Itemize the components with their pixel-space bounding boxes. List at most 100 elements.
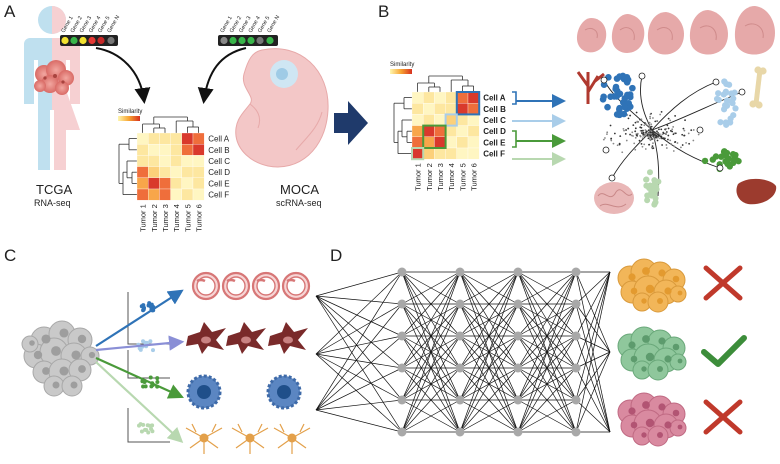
network-node (513, 427, 523, 437)
heatmap-cell (456, 114, 469, 126)
panel-label-a: A (4, 2, 16, 21)
heatmap-cell (456, 91, 469, 104)
cell-label: Cell D (483, 127, 506, 136)
similarity-legend-a: Similarity (118, 109, 142, 121)
heatmap-cell (136, 155, 149, 167)
network-node (455, 363, 465, 373)
cell-label: Cell D (208, 168, 230, 177)
network-node (455, 395, 465, 405)
heatmap-cell (456, 136, 469, 149)
heatmap-cell (411, 147, 424, 160)
cell-label: Cell B (208, 146, 229, 155)
network-node (513, 363, 523, 373)
output-tumor (617, 392, 687, 447)
network-node (571, 395, 581, 405)
network-node (571, 427, 581, 437)
heatmap-cell (467, 147, 480, 160)
network-node (571, 363, 581, 373)
output-tumor (617, 326, 687, 381)
bone-icon (749, 66, 767, 109)
input-cell-cluster-icon (21, 320, 100, 397)
heatmap-cell (136, 188, 149, 201)
x-mark-icon (703, 265, 743, 301)
heatmap-cell (159, 166, 171, 178)
similarity-legend-b: Similarity (390, 62, 414, 74)
heatmap-cell (411, 125, 424, 137)
network-node (397, 299, 407, 309)
network-node (571, 267, 581, 277)
moca-sublabel: scRNA-seq (276, 198, 322, 208)
heatmap-cell (148, 166, 160, 178)
mini-scatter-point (150, 429, 155, 434)
tumor-label: Tumor 2 (150, 204, 159, 232)
mini-scatter-point (149, 384, 154, 389)
network-node (397, 267, 407, 277)
cell-label: Cell C (208, 157, 230, 166)
gene-strip-left (60, 35, 118, 46)
heatmap-cell (423, 91, 435, 104)
mini-scatter-point (143, 384, 148, 389)
cell-label: Cell E (483, 138, 506, 147)
heatmap-cell (159, 144, 171, 156)
check-mark-icon (701, 335, 747, 367)
heatmap-cell (170, 144, 182, 156)
x-mark-icon (703, 399, 743, 435)
heatmap-cell (434, 147, 446, 160)
network-node (513, 331, 523, 341)
heatmap-cell (148, 177, 160, 190)
heatmap-cell (170, 155, 182, 167)
heatmap-cell (159, 132, 171, 145)
heatmap-cell (181, 177, 194, 190)
output-tumor-icons (617, 258, 687, 447)
tumor-cluster-icon (34, 60, 74, 95)
heatmap-cell (467, 136, 480, 149)
network-node (455, 427, 465, 437)
tumor-label: Tumor 2 (425, 163, 434, 191)
heatmap-cell (434, 91, 446, 104)
heatmap-cell (148, 144, 160, 156)
heatmap-cell (181, 132, 194, 145)
cell-label: Cell E (208, 179, 229, 188)
tumor-label: Tumor 4 (447, 163, 456, 191)
heatmap-cell (467, 125, 480, 137)
panel-label-d: D (330, 246, 343, 265)
heatmap-cell (434, 125, 446, 137)
heatmap-cell (148, 132, 160, 145)
cell-label: Cell F (483, 150, 505, 159)
heatmap-cell (411, 91, 424, 104)
heatmap-cell (159, 177, 171, 190)
mini-scatter-point (141, 422, 146, 427)
heatmap-cell (181, 144, 194, 156)
cell-type-icons (185, 271, 311, 454)
tumor-label: Tumor 6 (470, 163, 479, 191)
liver-icon (736, 178, 777, 205)
heatmap-cell (192, 155, 205, 167)
classification-mini-plots (127, 292, 170, 443)
tumor-label: Tumor 4 (172, 204, 181, 232)
network-node (397, 331, 407, 341)
heatmap-cell (445, 91, 457, 104)
heatmap-cell (159, 188, 171, 201)
heatmap-cell (456, 125, 469, 137)
heatmap-cell (170, 177, 182, 190)
arrow-tcga-to-matrix (95, 47, 151, 104)
tumor-label: Tumor 5 (458, 163, 467, 191)
heatmap-cell (192, 188, 205, 201)
mini-scatter-point (150, 348, 155, 353)
network-node (455, 331, 465, 341)
tumor-label: Tumor 3 (161, 204, 170, 232)
panel-label-c: C (4, 246, 17, 265)
network-node (397, 363, 407, 373)
network-node (455, 299, 465, 309)
tumor-label: Tumor 6 (195, 204, 204, 232)
mini-scatter-point (139, 304, 144, 309)
heatmap-cell (148, 155, 160, 167)
mini-scatter-point (148, 304, 153, 309)
heatmap-cell (467, 114, 480, 126)
tumor-label: Tumor 1 (414, 163, 423, 191)
heatmap-cell (192, 132, 205, 145)
heatmap-cell (148, 188, 160, 201)
tumor-label: Tumor 1 (139, 204, 148, 232)
heatmap-cell (445, 147, 457, 160)
mini-scatter-point (147, 423, 152, 428)
